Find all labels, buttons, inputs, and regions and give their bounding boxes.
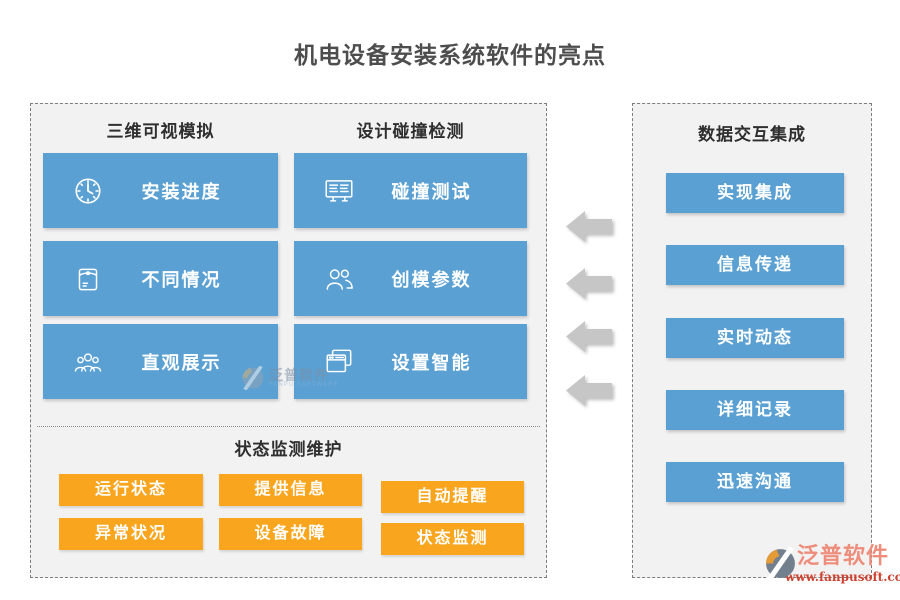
people-group-icon <box>71 346 105 378</box>
integration-button-realtime-dynamics[interactable]: 实时动态 <box>666 318 844 358</box>
data-integration-header: 数据交互集成 <box>698 125 806 144</box>
left-panel: 三维可视模拟 设计碰撞检测 安装进度 不同情况 <box>30 103 547 578</box>
feature-tile-collision-test[interactable]: 碰撞测试 <box>294 153 527 228</box>
feature-tile-label: 碰撞测试 <box>391 181 472 202</box>
feature-tile-smart-settings[interactable]: 设置智能 <box>294 324 527 399</box>
feature-tile-label: 创模参数 <box>391 269 472 290</box>
feature-tile-modeling-parameters[interactable]: 创模参数 <box>294 241 527 316</box>
status-button-abnormal-condition[interactable]: 异常状况 <box>59 518 203 550</box>
fanpu-logo-icon <box>766 547 795 580</box>
left-arrow-icon <box>566 375 612 406</box>
clock-icon <box>71 175 105 207</box>
status-button-provide-info[interactable]: 提供信息 <box>219 474 362 506</box>
two-users-icon <box>322 263 356 295</box>
section-separator <box>37 426 540 427</box>
left-arrow-icon <box>566 211 612 242</box>
brand-url: www.fanpusoft.com <box>785 570 900 584</box>
left-arrow-icon <box>566 321 612 352</box>
status-button-status-monitoring[interactable]: 状态监测 <box>381 523 524 555</box>
column-header-collision-detection: 设计碰撞检测 <box>356 122 465 141</box>
board-list-icon <box>322 175 356 207</box>
feature-tile-label: 设置智能 <box>391 352 472 373</box>
page-title: 机电设备安装系统软件的亮点 <box>294 42 606 68</box>
status-button-running-state[interactable]: 运行状态 <box>59 474 203 506</box>
status-button-auto-remind[interactable]: 自动提醒 <box>381 481 524 513</box>
integration-button-detailed-records[interactable]: 详细记录 <box>666 390 844 430</box>
status-section-header: 状态监测维护 <box>234 440 343 459</box>
feature-tile-intuitive-display[interactable]: 直观展示 <box>43 324 278 399</box>
feature-tile-label: 不同情况 <box>141 269 222 290</box>
document-pouch-icon <box>71 263 105 295</box>
status-button-equipment-failure[interactable]: 设备故障 <box>219 518 362 550</box>
left-arrow-icon <box>566 268 612 299</box>
brand-name: 泛普软件 <box>797 543 890 568</box>
cascade-windows-icon <box>322 346 356 378</box>
feature-tile-different-situations[interactable]: 不同情况 <box>43 241 278 316</box>
integration-button-rapid-communication[interactable]: 迅速沟通 <box>666 462 844 502</box>
right-panel: 数据交互集成 实现集成 信息传递 实时动态 详细记录 迅速沟通 <box>632 103 872 578</box>
brand-logo: 泛普软件 www.fanpusoft.com <box>764 543 900 584</box>
feature-tile-label: 安装进度 <box>141 181 222 202</box>
integration-button-realize-integration[interactable]: 实现集成 <box>666 173 844 213</box>
column-header-3d-simulation: 三维可视模拟 <box>106 122 215 141</box>
feature-tile-label: 直观展示 <box>141 352 222 373</box>
integration-button-info-transfer[interactable]: 信息传递 <box>666 245 844 285</box>
feature-tile-install-progress[interactable]: 安装进度 <box>43 153 278 228</box>
